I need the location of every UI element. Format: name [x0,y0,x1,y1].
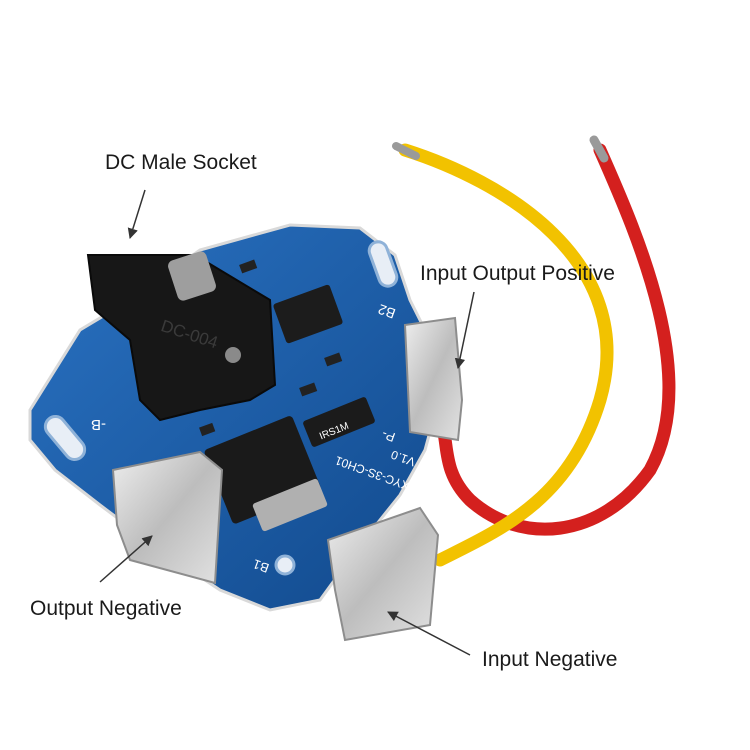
arrow-io-positive [454,291,475,370]
board-slot [43,415,87,461]
terminal-input-negative [326,506,440,642]
smd-part [324,352,343,367]
label-output-negative: Output Negative [30,597,182,620]
dc-socket-pin [168,251,216,301]
dc-socket [86,254,277,422]
b-minus-text: -B [91,416,106,433]
arrow-dc-socket [127,189,146,240]
arrow-output-negative [99,535,153,583]
terminal-output-negative [111,450,224,585]
smd-part [239,259,258,274]
b1-text: B1 [251,556,271,576]
label-input-negative: Input Negative [482,648,618,671]
mosfet-tab [252,478,328,532]
smd-part [199,422,216,437]
label-input-output-positive: Input Output Positive [420,262,615,285]
arrow-input-negative [387,611,471,656]
terminal-positive [403,316,464,442]
dc-socket-screw [225,347,241,363]
red-wire [433,143,676,536]
small-ic [303,397,375,447]
b2-text: B2 [376,301,398,322]
p-minus-text: P- [380,426,397,445]
ic-chip [273,284,343,344]
label-dc-male-socket: DC Male Socket [105,151,257,174]
red-wire-tip [589,135,609,163]
mount-hole [274,554,296,576]
smd-part [299,382,318,397]
board-slot [367,240,399,288]
yellow-wire [398,143,614,567]
yellow-wire-tip [392,142,420,160]
